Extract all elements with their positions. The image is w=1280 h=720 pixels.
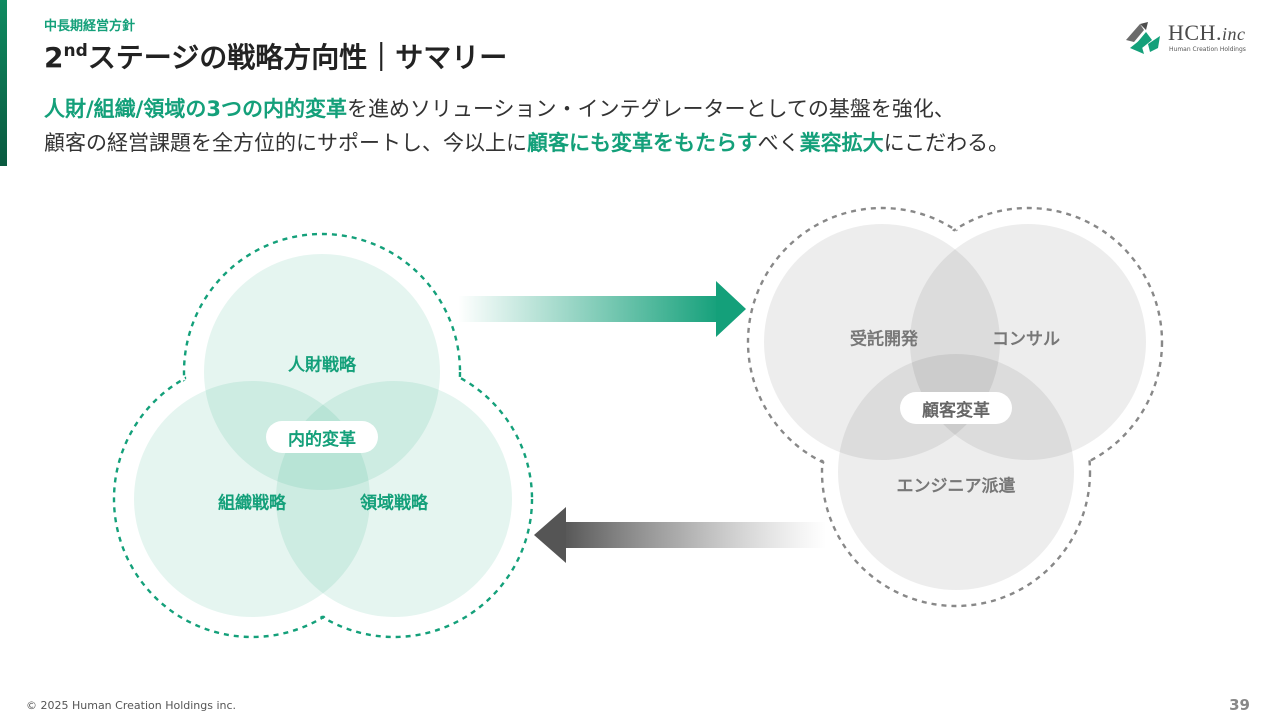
lead-line-2-a: 顧客の経営課題を全方位的にサポートし、今以上に — [44, 131, 527, 155]
lead-highlight-business-expansion: 業容拡大 — [799, 131, 884, 155]
arrow-right-icon — [458, 281, 746, 337]
accent-bar — [0, 0, 7, 166]
lead-line-2-b: べく — [757, 131, 800, 155]
lead-line-1-rest: を進めソリューション・インテグレーターとしての基盤を強化、 — [346, 97, 955, 121]
label-domain-strategy: 領域戦略 — [360, 493, 428, 514]
lead-highlight-customer-reform: 顧客にも変革をもたらす — [527, 131, 758, 155]
label-consulting: コンサル — [992, 329, 1060, 350]
label-talent-strategy: 人財戦略 — [288, 355, 356, 376]
logo-name-text: HCH. — [1168, 20, 1222, 45]
label-engineer-dispatch: エンジニア派遣 — [896, 476, 1016, 497]
lead-text: 人財/組織/領域の3つの内的変革を進めソリューション・インテグレーターとしての基… — [44, 92, 1009, 160]
copyright: © 2025 Human Creation Holdings inc. — [26, 699, 237, 712]
section-label: 中長期経営方針 — [44, 19, 136, 34]
lead-highlight-internal-reform: 人財/組織/領域の3つの内的変革 — [44, 97, 347, 121]
arrow-left-icon — [534, 507, 826, 563]
title-superscript: nd — [63, 41, 88, 61]
label-organization-strategy: 組織戦略 — [218, 493, 286, 514]
page-title: 2ndステージの戦略方向性｜サマリー — [44, 36, 507, 76]
logo-subtitle: Human Creation Holdings — [1169, 46, 1246, 53]
pill-internal-reform: 内的変革 — [266, 421, 378, 453]
logo-name-suffix: inc — [1221, 24, 1246, 44]
title-prefix: 2 — [44, 41, 64, 74]
leaf-logo-icon — [1126, 22, 1160, 54]
pill-customer-reform: 顧客変革 — [900, 392, 1012, 424]
lead-line-2: 顧客の経営課題を全方位的にサポートし、今以上に顧客にも変革をもたらすべく業容拡大… — [44, 126, 1009, 160]
company-logo: HCH.inc Human Creation Holdings — [1122, 18, 1262, 64]
lead-line-1: 人財/組織/領域の3つの内的変革を進めソリューション・インテグレーターとしての基… — [44, 92, 1009, 126]
label-contract-development: 受託開発 — [850, 329, 918, 350]
logo-name: HCH.inc — [1168, 20, 1245, 46]
title-main: ステージの戦略方向性｜サマリー — [87, 41, 508, 74]
circle-engineer-dispatch — [838, 354, 1074, 590]
page-number: 39 — [1229, 696, 1250, 714]
circle-talent — [204, 254, 440, 490]
lead-line-2-c: にこだわる。 — [883, 131, 1010, 155]
